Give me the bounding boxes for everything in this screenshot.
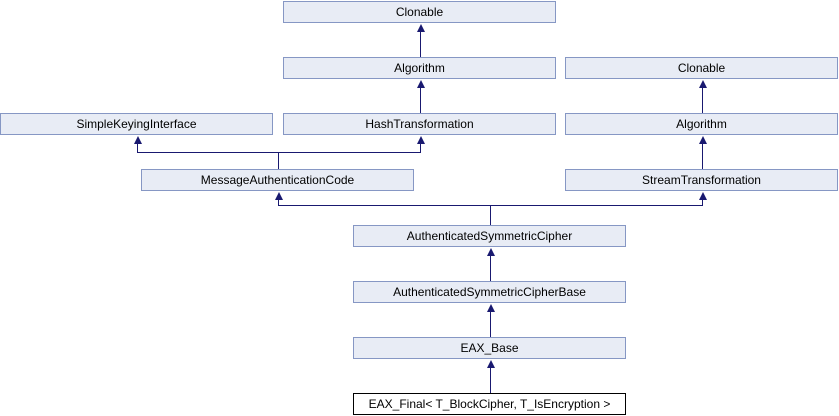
class-node-label: Clonable [395,5,444,19]
inheritance-arrow-up-icon [417,136,425,144]
class-node-label: SimpleKeyingInterface [76,117,197,131]
inheritance-arrow-up-icon [417,80,425,88]
class-node-algorithm-mid[interactable]: Algorithm [283,57,556,79]
class-node-clonable-top[interactable]: Clonable [283,1,556,23]
edge-line-vertical [490,256,491,281]
inheritance-arrow-up-icon [699,192,707,200]
inheritance-arrow-up-icon [487,360,495,368]
edge-line-horizontal [278,205,491,206]
class-node-authenticated-symmetric-cipher-base[interactable]: AuthenticatedSymmetricCipherBase [353,281,626,303]
class-node-authenticated-symmetric-cipher[interactable]: AuthenticatedSymmetricCipher [353,225,626,247]
edge-line-vertical [490,205,491,225]
class-node-label: Algorithm [676,117,727,131]
class-node-label: StreamTransformation [642,173,761,187]
inheritance-arrow-up-icon [699,80,707,88]
class-node-label: EAX_Base [460,341,519,355]
class-node-label: Algorithm [394,61,445,75]
class-node-label: Clonable [677,61,726,75]
class-node-eax-base[interactable]: EAX_Base [353,337,626,359]
class-node-label: HashTransformation [365,117,474,131]
class-node-stream-transformation[interactable]: StreamTransformation [565,169,838,191]
edge-line-vertical [137,144,138,152]
inheritance-arrow-up-icon [417,24,425,32]
inheritance-arrow-up-icon [134,136,142,144]
class-node-label: EAX_Final< T_BlockCipher, T_IsEncryption… [368,397,611,411]
class-node-clonable-right[interactable]: Clonable [565,57,838,79]
inheritance-arrow-up-icon [487,304,495,312]
edge-line-vertical [278,152,279,169]
edge-line-horizontal [137,152,279,153]
edge-line-vertical [702,200,703,205]
edge-line-vertical [702,144,703,169]
class-node-label: MessageAuthenticationCode [200,173,355,187]
inheritance-arrow-up-icon [487,248,495,256]
inheritance-arrow-up-icon [699,136,707,144]
inheritance-arrow-up-icon [275,192,283,200]
class-node-simple-keying-interface[interactable]: SimpleKeyingInterface [0,113,273,135]
class-node-label: AuthenticatedSymmetricCipher [406,229,573,243]
class-node-eax-final: EAX_Final< T_BlockCipher, T_IsEncryption… [353,393,626,415]
edge-line-vertical [420,144,421,152]
edge-line-vertical [490,368,491,393]
class-node-hash-transformation[interactable]: HashTransformation [283,113,556,135]
class-node-label: AuthenticatedSymmetricCipherBase [393,285,586,299]
edge-line-vertical [278,200,279,205]
edge-line-horizontal [490,205,703,206]
edge-line-horizontal [278,152,421,153]
edge-line-vertical [420,88,421,113]
class-node-algorithm-right[interactable]: Algorithm [565,113,838,135]
edge-line-vertical [702,88,703,113]
class-node-message-authentication-code[interactable]: MessageAuthenticationCode [141,169,414,191]
edge-line-vertical [420,32,421,57]
edge-line-vertical [490,312,491,337]
